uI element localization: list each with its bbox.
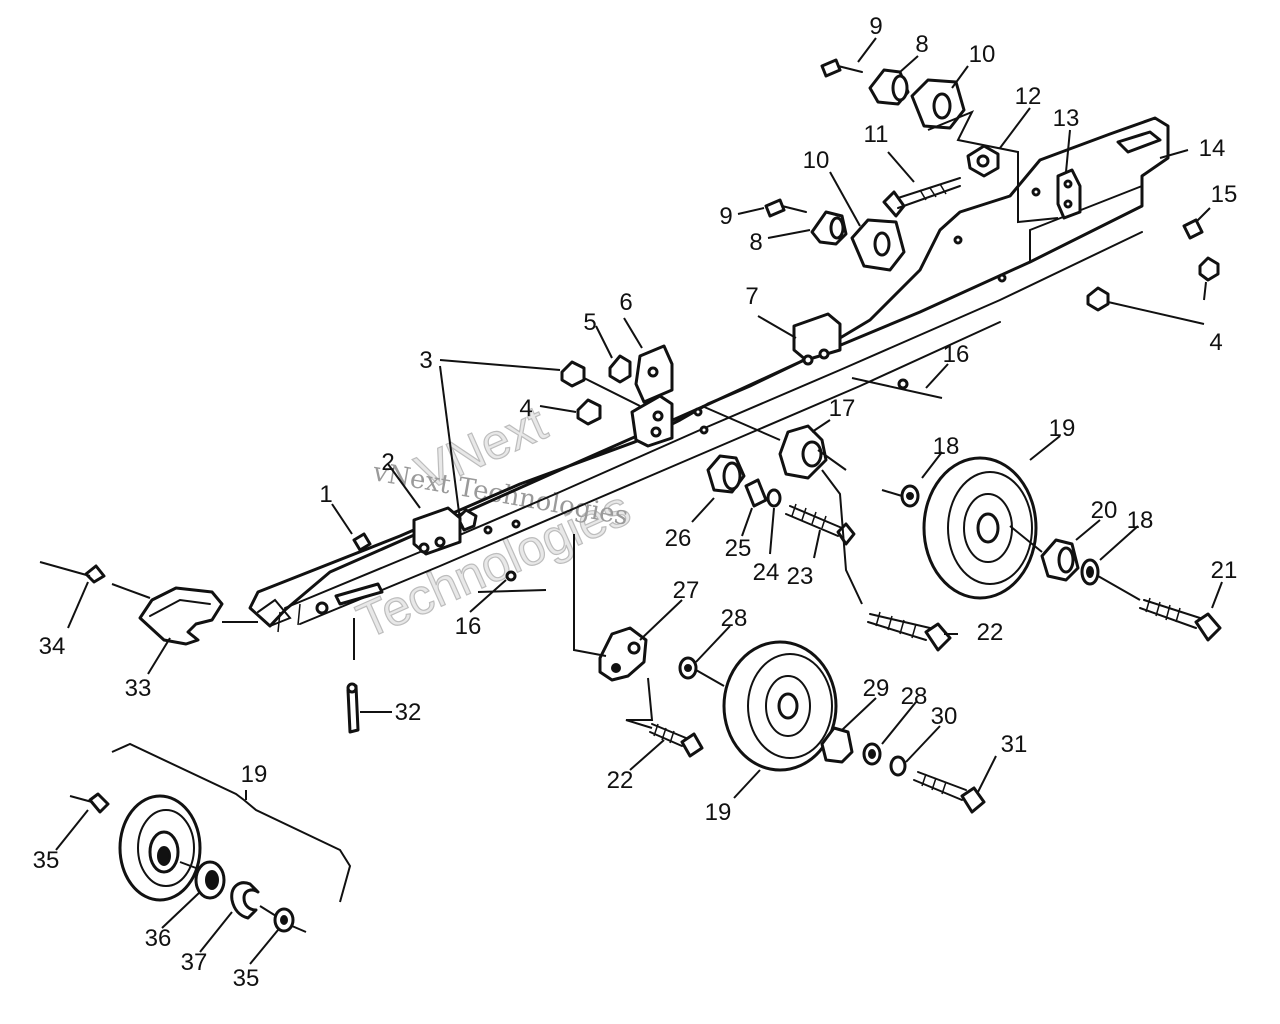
callout-17: 17 [829,395,856,422]
callout-4-left: 4 [519,395,532,422]
callout-labels: 9 8 10 12 13 14 11 10 15 9 8 4 6 5 7 3 1… [33,13,1238,992]
callout-26: 26 [665,525,692,552]
callout-35-left: 35 [33,847,60,874]
callout-11: 11 [864,121,889,148]
callout-1: 1 [319,481,332,508]
callout-35-right: 35 [233,965,260,992]
front-hanger-parts [352,312,943,605]
callout-23: 23 [787,563,814,590]
callout-25: 25 [725,535,752,562]
callout-32: 32 [395,699,422,726]
callout-3: 3 [419,347,432,374]
callout-19-right: 19 [1049,415,1076,442]
callout-9-top: 9 [869,13,882,40]
idler-wheel-lower [573,534,986,814]
callout-22-upper: 22 [977,619,1004,646]
callout-21: 21 [1211,557,1238,584]
callout-33: 33 [125,675,152,702]
watermark: VNext Technologies vNext Technologies [348,394,639,650]
callout-27: 27 [673,577,700,604]
callout-31: 31 [1001,731,1028,758]
callout-10-lower: 10 [803,147,830,174]
callout-10-top: 10 [969,41,996,68]
callout-18-right: 18 [1127,507,1154,534]
callout-13: 13 [1053,105,1080,132]
callout-5: 5 [583,309,596,336]
callout-14: 14 [1199,135,1226,162]
callout-30: 30 [931,703,958,730]
callout-28-left: 28 [721,605,748,632]
rear-hanger-parts [764,58,1220,312]
idler-wheel-right [867,456,1222,652]
callout-12: 12 [1015,83,1042,110]
callout-19-lower: 19 [705,799,732,826]
callout-24: 24 [753,559,780,586]
callout-28-right: 28 [901,683,928,710]
callout-22-lower: 22 [607,767,634,794]
rail-tip-parts [39,561,360,734]
wheel-kit [69,742,352,933]
callout-9-lower: 9 [719,203,732,230]
callout-16-left: 16 [455,613,482,640]
callout-leaders [55,37,1223,965]
callout-20: 20 [1091,497,1118,524]
callout-34: 34 [39,633,66,660]
callout-7: 7 [745,283,758,310]
callout-8-top: 8 [915,31,928,58]
callout-6: 6 [619,289,632,316]
callout-36: 36 [145,925,172,952]
callout-2: 2 [381,449,394,476]
callout-18-left: 18 [933,433,960,460]
callout-8-lower: 8 [749,229,762,256]
callout-37: 37 [181,949,208,976]
callout-4-right: 4 [1209,329,1222,356]
slide-rail [248,116,1170,633]
callout-16-right: 16 [943,341,970,368]
callout-15: 15 [1211,181,1238,208]
callout-29: 29 [863,675,890,702]
callout-19-kit: 19 [241,761,268,788]
